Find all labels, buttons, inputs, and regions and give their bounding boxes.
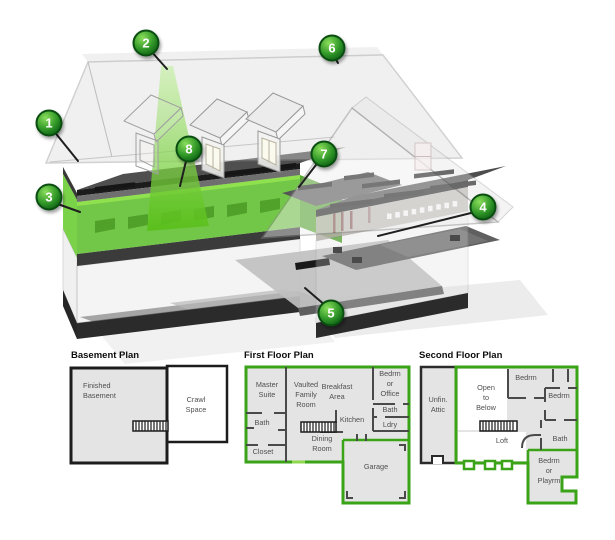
callout-badge-7-number: 7 bbox=[320, 146, 328, 162]
unfinished-attic-outline bbox=[419, 365, 458, 465]
callout-badge-3-number: 3 bbox=[45, 189, 53, 205]
room-label-bath-right: Bath bbox=[382, 405, 398, 415]
room-label-crawl-space: Crawl Space bbox=[185, 395, 207, 414]
wing-window-row bbox=[387, 201, 458, 219]
room-label-closet: Closet bbox=[252, 447, 274, 457]
second-floor-green-interior bbox=[526, 448, 577, 463]
second-floor-plan-title: Second Floor Plan bbox=[419, 350, 503, 361]
callout-badge-8-number: 8 bbox=[185, 141, 193, 157]
callout-badge-1[interactable]: 1 bbox=[35, 109, 63, 137]
basement-slab-edge bbox=[77, 296, 300, 339]
room-label-bath-left: Bath bbox=[254, 418, 270, 428]
wing-corner-blocks bbox=[333, 235, 460, 263]
first-floor-plan-title: First Floor Plan bbox=[244, 350, 314, 361]
basement-plan-title: Basement Plan bbox=[71, 350, 140, 361]
callout-badge-4[interactable]: 4 bbox=[469, 193, 497, 221]
callout-badge-4-number: 4 bbox=[479, 199, 487, 215]
basement-plan bbox=[69, 364, 229, 465]
basement-stairs-icon bbox=[132, 420, 169, 432]
open-to-below-area bbox=[458, 369, 507, 430]
room-label-breakfast-area: Breakfast Area bbox=[321, 382, 353, 401]
wing-deck-top bbox=[316, 166, 506, 210]
room-label-kitchen: Kitchen bbox=[339, 415, 365, 425]
second-floor-plan bbox=[419, 365, 579, 505]
leader-line-4 bbox=[377, 211, 476, 237]
right-wing bbox=[315, 166, 506, 338]
middle-deck bbox=[282, 172, 402, 206]
garage-green-walls bbox=[341, 438, 409, 462]
room-label-bath-second: Bath bbox=[552, 434, 568, 444]
callout-badge-5[interactable]: 5 bbox=[317, 299, 345, 327]
leader-line-7 bbox=[298, 160, 320, 188]
room-label-bedrm-or-playrm: Bedrm or Playrm bbox=[537, 456, 561, 485]
callout-badge-7[interactable]: 7 bbox=[310, 140, 338, 168]
callout-badge-3[interactable]: 3 bbox=[35, 183, 63, 211]
second-floor-interior-walls bbox=[507, 369, 577, 450]
callout-badge-2-number: 2 bbox=[142, 35, 150, 51]
room-label-master-suite: Master Suite bbox=[255, 380, 279, 399]
room-label-dining-room: Dining Room bbox=[311, 434, 333, 453]
room-label-garage: Garage bbox=[363, 462, 389, 472]
dormer-2 bbox=[189, 98, 250, 179]
dormer-1 bbox=[123, 94, 184, 175]
room-label-unfin-attic: Unfin. Attic bbox=[428, 395, 448, 414]
wing-slab-edge bbox=[316, 293, 468, 338]
first-floor-plan bbox=[244, 365, 411, 505]
first-floor-interior-walls bbox=[246, 367, 409, 499]
loft-open-area bbox=[458, 432, 526, 461]
room-label-ldry: Ldry bbox=[382, 420, 398, 430]
first-floor-stairs-icon bbox=[300, 421, 337, 433]
room-label-vaulted-family-room: Vaulted Family Room bbox=[293, 380, 319, 409]
wing-top-plates bbox=[330, 169, 476, 209]
room-label-bedrm-or-office: Bedrm or Office bbox=[379, 369, 401, 398]
second-floor-dormer-notches bbox=[462, 459, 514, 471]
room-label-bedrm-top: Bedrm bbox=[515, 373, 537, 383]
first-floor-deck-edge bbox=[77, 227, 300, 266]
leader-line-1 bbox=[52, 129, 79, 162]
callout-badge-5-number: 5 bbox=[327, 305, 335, 321]
room-label-finished-basement: Finished Basement bbox=[83, 381, 116, 400]
wing-roof bbox=[260, 96, 514, 239]
room-label-open-to-below: Open to Below bbox=[476, 383, 496, 412]
room-label-loft: Loft bbox=[495, 436, 509, 446]
wing-studs bbox=[333, 207, 371, 233]
second-floor-stairs-icon bbox=[479, 420, 518, 432]
dormer-3 bbox=[245, 92, 306, 173]
room-label-bedrm-right: Bedrm bbox=[548, 391, 570, 401]
finished-basement-outline bbox=[69, 366, 169, 465]
callout-badge-8[interactable]: 8 bbox=[175, 135, 203, 163]
callout-badge-1-number: 1 bbox=[45, 115, 53, 131]
callout-badge-6[interactable]: 6 bbox=[318, 34, 346, 62]
callout-badge-2[interactable]: 2 bbox=[132, 29, 160, 57]
green-story-left-face bbox=[63, 174, 77, 258]
callout-badge-6-number: 6 bbox=[328, 40, 336, 56]
attic-dormer-notch bbox=[431, 455, 444, 464]
